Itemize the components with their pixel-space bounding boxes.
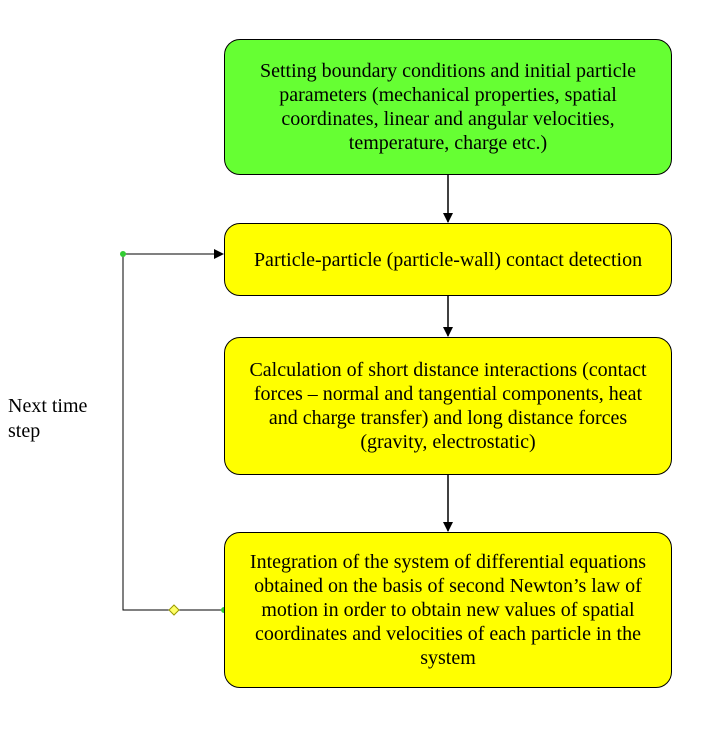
step-box-integration: Integration of the system of differentia… [224, 532, 672, 688]
step-box-force-calculation: Calculation of short distance interactio… [224, 337, 672, 475]
step-box-initial-conditions: Setting boundary conditions and initial … [224, 39, 672, 175]
connector-diamond-handle [168, 604, 180, 616]
step-text-integration: Integration of the system of differentia… [249, 551, 647, 669]
step-text-contact-detection: Particle-particle (particle-wall) contac… [253, 248, 643, 271]
loop-label: Next time step [8, 395, 88, 442]
step-text-initial-conditions: Setting boundary conditions and initial … [259, 60, 637, 154]
step-box-contact-detection: Particle-particle (particle-wall) contac… [224, 223, 672, 296]
connector-dot-top [120, 251, 126, 257]
step-text-force-calculation: Calculation of short distance interactio… [249, 359, 647, 453]
loop-back-connector [122, 249, 224, 611]
